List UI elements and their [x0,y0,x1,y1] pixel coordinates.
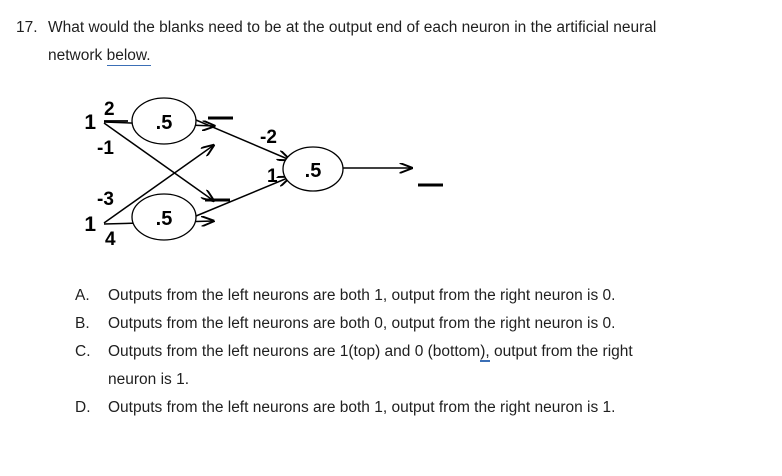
edge-input-bottom-to-hidden-top [103,145,214,224]
edge-hidden-top-to-output [195,119,290,160]
input-top-label: 1 [84,111,96,134]
hidden-neuron-top-shape [131,97,197,145]
output-neuron-value: .5 [305,160,322,182]
weight-label-input-top-to-hidden-top: 2 [104,99,115,120]
answer-option-a-letter: A. [75,287,90,304]
input-bottom-label: 1 [84,213,96,236]
hidden-neuron-bottom-value: .5 [156,208,173,230]
weight-label-input-bottom-to-hidden-bottom: 4 [105,229,116,250]
answer-option-c-text-marked: ), [480,343,490,362]
question-text-below-underlined: below. [106,47,151,66]
question-text-line-1: What would the blanks need to be at the … [48,19,657,36]
output-neuron-shape [282,146,344,192]
weight-label-hidden-top-to-output: -2 [260,127,277,148]
answer-option-d-text: Outputs from the left neurons are both 1… [108,399,616,416]
question-text-line-2: network below. [48,46,151,66]
hidden-neuron-bottom-shape [131,193,197,241]
answer-option-a-text: Outputs from the left neurons are both 1… [108,287,616,304]
answer-option-b-letter: B. [75,315,90,332]
answer-option-d-letter: D. [75,399,91,416]
answer-option-c-text: Outputs from the left neurons are 1(top)… [108,342,633,362]
answer-option-c-text-before: Outputs from the left neurons are 1(top)… [108,343,481,360]
neural-network-diagram: .5 .5 .5 1 1 2 -1 -3 4 -2 1 [0,88,600,263]
answer-option-b-text: Outputs from the left neurons are both 0… [108,315,616,332]
weight-label-input-bottom-to-hidden-top: -1 [97,138,114,159]
edge-hidden-bottom-to-output [195,177,290,217]
answer-option-c-letter: C. [75,343,91,360]
weight-label-input-top-to-hidden-bottom: -3 [97,189,114,210]
weight-label-hidden-bottom-to-output: 1 [267,166,278,187]
hidden-neuron-top-value: .5 [156,112,173,134]
answer-option-c-text-after: output from the right [489,343,633,360]
question-text-line-2-plain: network [48,47,107,64]
question-number: 17. [16,19,38,36]
answer-option-c-continuation: neuron is 1. [108,371,189,388]
edge-input-top-to-hidden-bottom [103,122,214,201]
